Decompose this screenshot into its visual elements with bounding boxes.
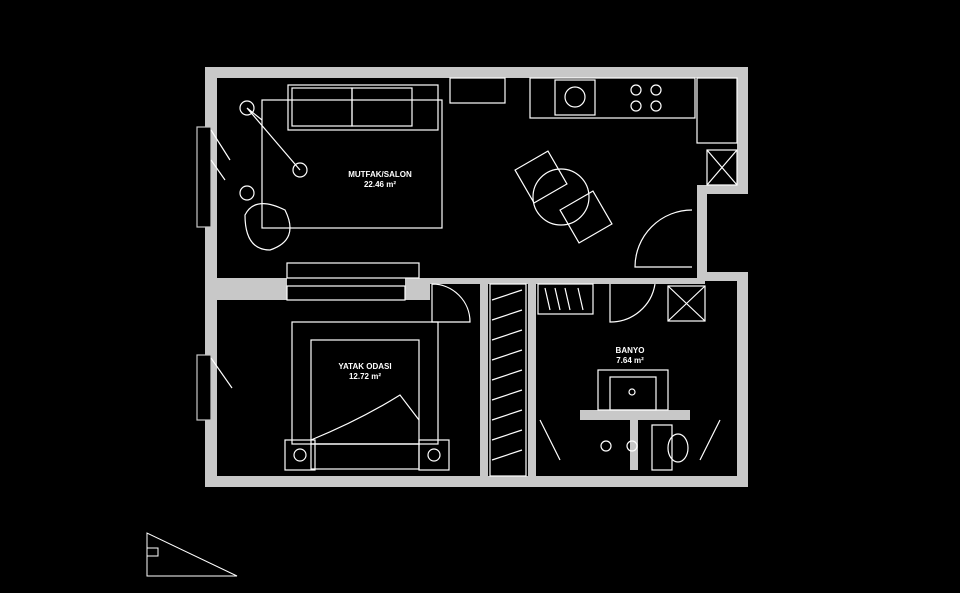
room-name: BANYO: [615, 346, 645, 355]
room-label-salon: MUTFAK/SALON 22.46 m²: [320, 170, 440, 190]
north-arrow-icon: [146, 532, 238, 577]
room-area: 7.64 m²: [616, 356, 644, 365]
room-area: 12.72 m²: [348, 372, 382, 381]
room-name: MUTFAK/SALON: [348, 170, 412, 179]
room-area: 22.46 m²: [363, 180, 397, 189]
room-label-bedroom: YATAK ODASI 12.72 m²: [320, 362, 410, 382]
room-label-bathroom: BANYO 7.64 m²: [600, 346, 660, 366]
furniture: [196, 77, 738, 477]
room-name: YATAK ODASI: [338, 362, 392, 371]
walls: [205, 67, 748, 487]
